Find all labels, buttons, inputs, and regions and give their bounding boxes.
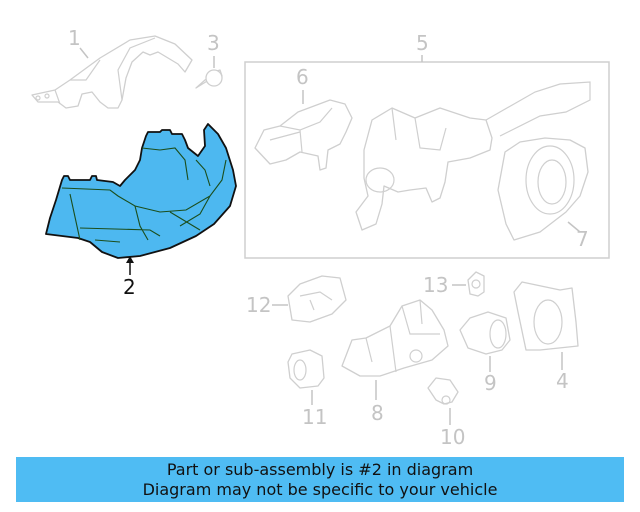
callout-5: 5 [416, 31, 429, 55]
part-6-bracket[interactable] [254, 99, 353, 171]
part-7-clock-spring[interactable] [497, 137, 589, 241]
leader-arrowhead-2 [126, 256, 134, 263]
part-12-switch[interactable] [287, 275, 347, 323]
callout-6: 6 [296, 65, 309, 89]
callout-8: 8 [371, 401, 384, 425]
part-9-lock-cylinder[interactable] [459, 311, 511, 355]
multifunction-switch[interactable] [355, 81, 591, 231]
part-13-ring[interactable] [467, 271, 485, 297]
leader-arrow-1 [79, 47, 89, 59]
banner-line-disclaimer: Diagram may not be specific to your vehi… [142, 479, 498, 499]
part-1-upper-shroud[interactable] [31, 35, 193, 109]
callout-11: 11 [302, 405, 327, 429]
callout-2: 2 [123, 275, 136, 299]
callout-10: 10 [440, 425, 465, 449]
callout-4: 4 [556, 369, 569, 393]
callout-13: 13 [423, 273, 448, 297]
callout-12: 12 [246, 293, 271, 317]
part-4-trim-plate[interactable] [513, 281, 579, 351]
part-5-switch-assembly-group[interactable] [244, 61, 610, 259]
part-10-sensor[interactable] [427, 377, 459, 405]
info-banner: Part or sub-assembly is #2 in diagram Di… [16, 457, 624, 502]
part-8-lock-housing[interactable] [341, 299, 449, 377]
part-2-lower-shroud[interactable] [45, 123, 237, 259]
callout-9: 9 [484, 371, 497, 395]
callout-7: 7 [576, 227, 589, 251]
banner-line-part-number: Part or sub-assembly is #2 in diagram [166, 459, 474, 479]
leader-arrow-7 [567, 221, 581, 233]
callout-1: 1 [68, 26, 81, 50]
part-3-screw[interactable] [195, 69, 223, 89]
part-11-immobilizer[interactable] [287, 349, 325, 389]
callout-3: 3 [207, 31, 220, 55]
